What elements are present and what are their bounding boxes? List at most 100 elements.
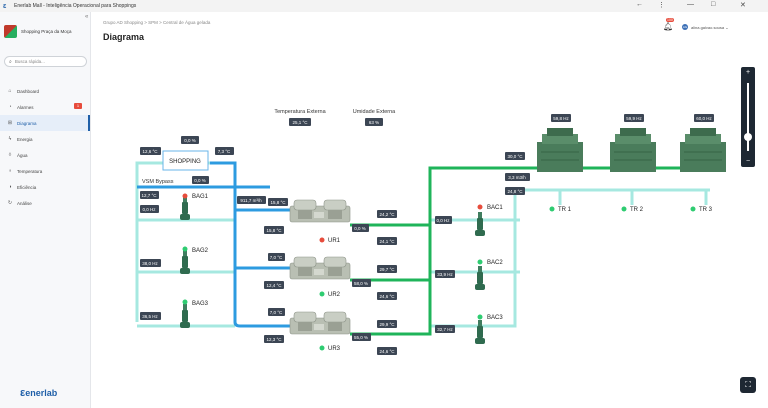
- sidebar-item-label: Água: [17, 152, 28, 158]
- brand[interactable]: Shopping Praça da Moça: [4, 22, 87, 40]
- pump-bac3[interactable]: BAC3: [475, 314, 503, 345]
- ur2-label: UR2: [328, 292, 341, 298]
- brand-name: Shopping Praça da Moça: [21, 28, 72, 34]
- zoom-slider-handle[interactable]: [744, 133, 752, 141]
- sidebar-item-eficiencia[interactable]: ◑Eficiência: [0, 179, 90, 195]
- chiller-ur3[interactable]: [289, 311, 351, 335]
- bac2-hz: 33,9 Hz: [437, 272, 453, 277]
- condenser-water-pipes: [350, 155, 720, 336]
- external-temperature-label: Temperatura Externa: [274, 109, 326, 115]
- chiller-ur2[interactable]: [289, 256, 351, 280]
- ur3-percent: 55,0 %: [354, 335, 368, 340]
- collapse-sidebar-icon[interactable]: «: [85, 14, 89, 20]
- zoom-control: + −: [741, 67, 755, 167]
- vsm-bypass-label: VSM Bypass: [142, 179, 174, 185]
- tr2-hz: 59,9 Hz: [626, 116, 642, 121]
- external-humidity-label: Umidade Externa: [353, 109, 396, 115]
- sidebar-item-label: Alarmes: [17, 104, 34, 110]
- ur1-label: UR1: [328, 238, 341, 244]
- tr1-label: TR 1: [558, 207, 572, 213]
- sidebar: « Shopping Praça da Moça ⌕ Busca rápida.…: [0, 12, 91, 408]
- breadcrumb[interactable]: Grupo AD Shopping > SPM > Central de Águ…: [103, 20, 211, 25]
- zoom-in-button[interactable]: +: [745, 69, 751, 76]
- external-humidity-value: 63 %: [369, 120, 379, 125]
- cooling-tower-tr1[interactable]: 59,8 Hz TR 1: [536, 114, 584, 213]
- more-icon[interactable]: ⋮: [658, 2, 665, 9]
- tr2-label: TR 2: [630, 207, 644, 213]
- vsm-bypass-value: 0,0 %: [194, 178, 206, 183]
- notification-count-badge: 100: [666, 18, 674, 22]
- gauge-icon: ◑: [8, 184, 12, 190]
- ur2-out-bottom: 24,6 °C: [379, 294, 395, 299]
- sidebar-item-label: Energia: [17, 136, 33, 142]
- tower-flow: 3,3 m3/h: [508, 175, 526, 180]
- drop-icon: ◊: [8, 152, 12, 158]
- cooling-tower-tr3[interactable]: 60,0 Hz TR 3: [679, 114, 727, 213]
- bac1-label: BAC1: [487, 205, 503, 211]
- bag1-label: BAG1: [192, 194, 209, 200]
- notifications-bell-icon[interactable]: 🔔︎100: [663, 18, 674, 31]
- pump-bag3[interactable]: BAG3: [180, 299, 209, 329]
- ur3-label: UR3: [328, 346, 341, 352]
- sidebar-item-alarmes[interactable]: ◔ Alarmes 1: [0, 99, 90, 115]
- pump-bag1[interactable]: BAG1: [180, 193, 209, 221]
- plant-diagram: Temperatura Externa 25,1 °C Umidade Exte…: [135, 109, 727, 355]
- sidebar-item-energia[interactable]: ϟ Energia: [0, 131, 90, 147]
- app-logo-icon: ε: [3, 2, 7, 10]
- alarm-count-badge: 1: [74, 103, 82, 109]
- ur3-in-top: 7,0 °C: [270, 310, 283, 315]
- ur1-in-top: 15,8 °C: [270, 200, 286, 205]
- ur1-in-bottom: 15,8 °C: [266, 228, 282, 233]
- bolt-icon: ϟ: [8, 136, 12, 142]
- ur1-percent: 0,0 %: [354, 226, 366, 231]
- bag1-temp: 12,7 °C: [141, 193, 157, 198]
- ur2-out-top: 29,7 °C: [379, 267, 395, 272]
- fit-view-button[interactable]: ⛶: [740, 377, 756, 393]
- sidebar-item-diagrama[interactable]: ⊞Diagrama: [0, 115, 90, 131]
- sidebar-item-analise[interactable]: ↻Análise: [0, 195, 90, 211]
- pump-bac1[interactable]: BAC1: [475, 204, 503, 237]
- chilled-water-flow: 911,7 m³/h: [240, 198, 262, 203]
- chart-icon: ↻: [7, 200, 13, 206]
- pump-bac2[interactable]: BAC2: [475, 259, 503, 291]
- minimize-button[interactable]: —: [687, 1, 694, 8]
- sidebar-item-label: Diagrama: [17, 120, 37, 126]
- ur2-in-bottom: 12,4 °C: [266, 283, 282, 288]
- sidebar-item-temperatura[interactable]: ⍖Temperatura: [0, 163, 90, 179]
- zoom-out-button[interactable]: −: [745, 158, 751, 165]
- enerlab-logo: εenerlab: [20, 387, 58, 399]
- avatar: AG: [682, 24, 688, 30]
- pump-bag2[interactable]: BAG2: [180, 246, 209, 275]
- bag3-label: BAG3: [192, 301, 209, 307]
- search-input[interactable]: ⌕ Busca rápida...: [4, 56, 87, 67]
- maximize-button[interactable]: □: [711, 1, 716, 8]
- thermometer-icon: ⍖: [8, 168, 12, 174]
- ur3-in-bottom: 12,3 °C: [266, 337, 282, 342]
- bag2-hz: 38,0 Hz: [142, 261, 158, 266]
- bag3-hz: 36,5 Hz: [142, 314, 158, 319]
- cooling-tower-tr2[interactable]: 59,9 Hz TR 2: [609, 114, 657, 213]
- shopping-label: SHOPPING: [169, 159, 201, 165]
- home-icon: ⌂: [8, 88, 12, 94]
- back-icon[interactable]: ←: [636, 1, 643, 8]
- tr1-hz: 59,8 Hz: [553, 116, 569, 121]
- zoom-slider-track[interactable]: [747, 83, 749, 151]
- title-bar: ε Enerlab Mall - Inteligência Operaciona…: [0, 0, 768, 12]
- shopping-logo: [4, 24, 17, 38]
- sidebar-item-agua[interactable]: ◊ Água: [0, 147, 90, 163]
- bag1-hz: 0,0 Hz: [142, 207, 156, 212]
- sidebar-item-dashboard[interactable]: ⌂ Dashboard: [0, 83, 90, 99]
- user-menu[interactable]: AG alina.galvao.sousa ⌄: [682, 24, 729, 30]
- close-button[interactable]: ✕: [740, 2, 746, 9]
- shopping-supply-temp: 7,3 °C: [218, 149, 231, 154]
- bag2-label: BAG2: [192, 248, 209, 254]
- bac3-hz: 32,7 Hz: [437, 327, 453, 332]
- chiller-ur1[interactable]: [289, 199, 351, 223]
- ur2-percent: 58,0 %: [354, 281, 368, 286]
- shopping-node[interactable]: [162, 150, 209, 171]
- sidebar-item-label: Dashboard: [17, 88, 40, 94]
- shopping-load-value: 0,0 %: [184, 138, 196, 143]
- bell-icon: ◔: [8, 104, 12, 110]
- bac3-label: BAC3: [487, 315, 503, 321]
